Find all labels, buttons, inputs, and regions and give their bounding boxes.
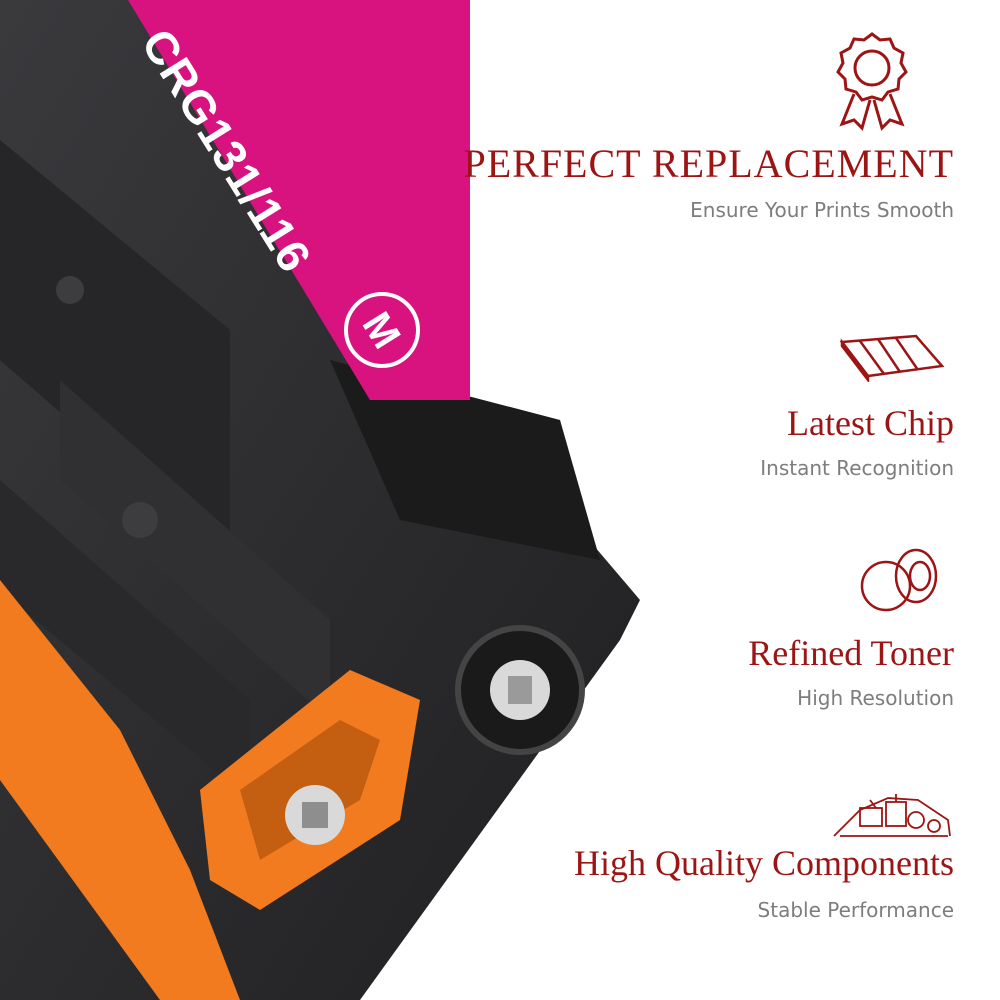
feature-title: High Quality Components xyxy=(574,843,954,883)
feature-perfect-replacement: PERFECT REPLACEMENT Ensure Your Prints S… xyxy=(463,28,954,228)
cartridge-rib xyxy=(60,380,330,720)
feature-title: PERFECT REPLACEMENT xyxy=(463,141,954,186)
orange-side-frame xyxy=(0,580,240,1000)
chip-icon xyxy=(839,334,945,382)
cartridge-side-panel xyxy=(0,140,230,560)
feature-refined-toner: Refined Toner High Resolution xyxy=(534,546,954,726)
cartridge-end-block xyxy=(330,360,600,560)
feature-title: Refined Toner xyxy=(748,633,954,673)
color-badge-circle xyxy=(344,292,420,368)
feature-title: Latest Chip xyxy=(787,403,954,443)
toner-cartridge-image: CRG131/116 M xyxy=(0,0,640,1000)
feature-latest-chip: Latest Chip Instant Recognition xyxy=(534,332,954,492)
cartridge-illustration: CRG131/116 M xyxy=(0,0,640,1000)
feature-subtitle: Ensure Your Prints Smooth xyxy=(690,198,954,222)
toner-particles-icon xyxy=(860,548,938,612)
ribbon-award-icon xyxy=(836,32,908,131)
feature-subtitle: High Resolution xyxy=(797,686,954,710)
components-icon xyxy=(833,794,951,837)
magenta-label-strip xyxy=(128,0,470,400)
cartridge-body xyxy=(0,0,640,1000)
cartridge-hole xyxy=(56,276,84,304)
drive-roller-key xyxy=(508,676,532,704)
cartridge-hole xyxy=(122,502,158,538)
feature-high-quality-components: High Quality Components Stable Performan… xyxy=(534,790,954,930)
feature-subtitle: Stable Performance xyxy=(757,898,954,922)
orange-tab-hub-key xyxy=(302,802,328,828)
cartridge-rib xyxy=(0,480,250,800)
feature-subtitle: Instant Recognition xyxy=(760,456,954,480)
